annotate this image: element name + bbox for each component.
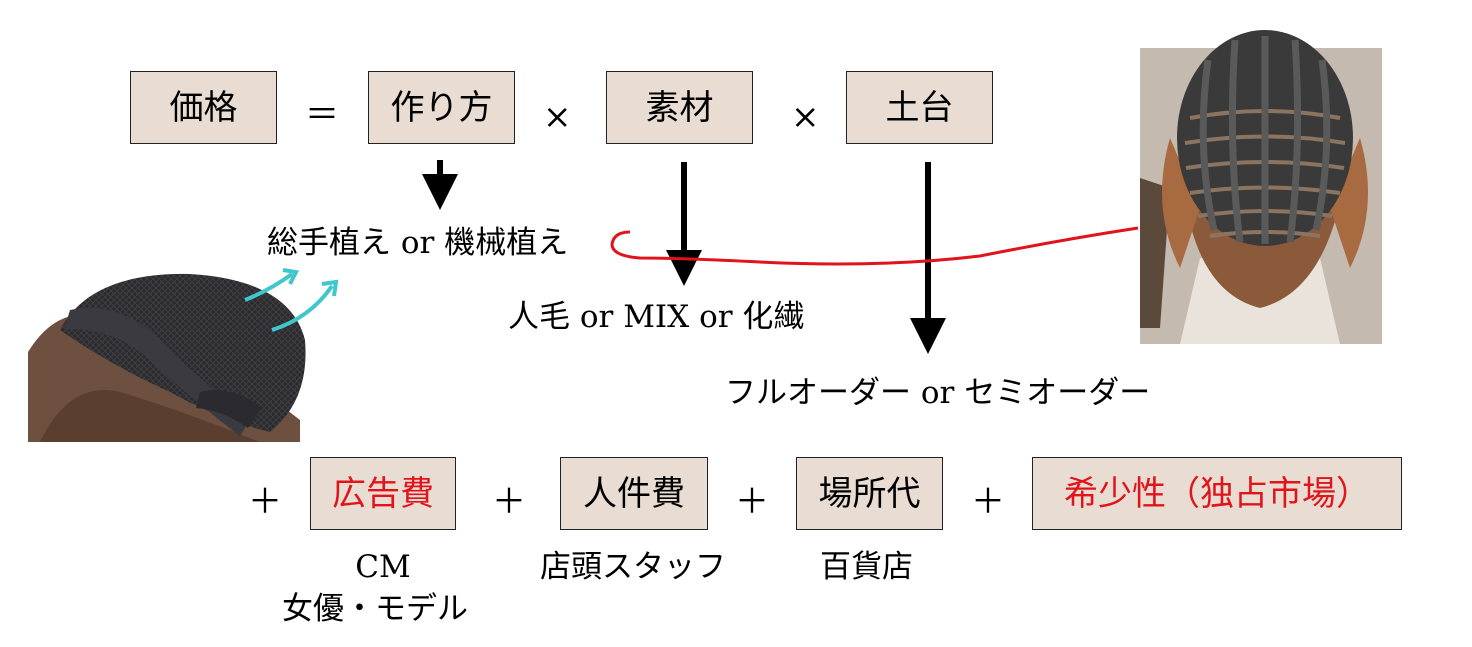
base-label: 土台 (885, 87, 954, 128)
price-box: 価格 (130, 71, 277, 144)
times-sign-2: × (791, 97, 820, 137)
plus-sign-2: ＋ (492, 482, 526, 522)
labor-label: 人件費 (583, 473, 685, 514)
rarity-label: 希少性（独占市場） (1064, 473, 1370, 514)
cyan-swoosh-arrow-2 (271, 284, 334, 332)
location-note: 百貨店 (820, 549, 913, 585)
wig-base-photo (1140, 30, 1382, 344)
advertising-label: 広告費 (332, 473, 434, 514)
plus-sign-1: ＋ (248, 482, 282, 522)
material-label: 素材 (645, 87, 714, 128)
labor-box: 人件費 (560, 457, 708, 530)
material-note: 人毛 or MIX or 化繊 (508, 299, 805, 335)
method-note: 総手植え or 機械植え (267, 225, 569, 261)
labor-note: 店頭スタッフ (540, 549, 726, 585)
rarity-box: 希少性（独占市場） (1032, 457, 1402, 530)
equals-sign: ＝ (305, 95, 339, 135)
red-pointer-arrow (610, 226, 1139, 266)
location-label: 場所代 (818, 473, 921, 514)
times-sign-1: × (543, 97, 572, 137)
method-label: 作り方 (390, 87, 493, 128)
base-note: フルオーダー or セミオーダー (725, 375, 1151, 411)
price-label: 価格 (169, 87, 238, 128)
wig-cap-photo (28, 272, 320, 442)
advertising-box: 広告費 (310, 457, 456, 530)
cyan-swoosh-arrow-1 (244, 272, 294, 302)
advertising-note-line2: 女優・モデル (282, 591, 468, 627)
location-box: 場所代 (796, 457, 943, 530)
plus-sign-4: ＋ (971, 482, 1005, 522)
method-box: 作り方 (368, 71, 515, 144)
advertising-note-line1: CM (355, 549, 411, 585)
material-box: 素材 (606, 71, 753, 144)
plus-sign-3: ＋ (735, 482, 769, 522)
base-box: 土台 (846, 71, 993, 144)
